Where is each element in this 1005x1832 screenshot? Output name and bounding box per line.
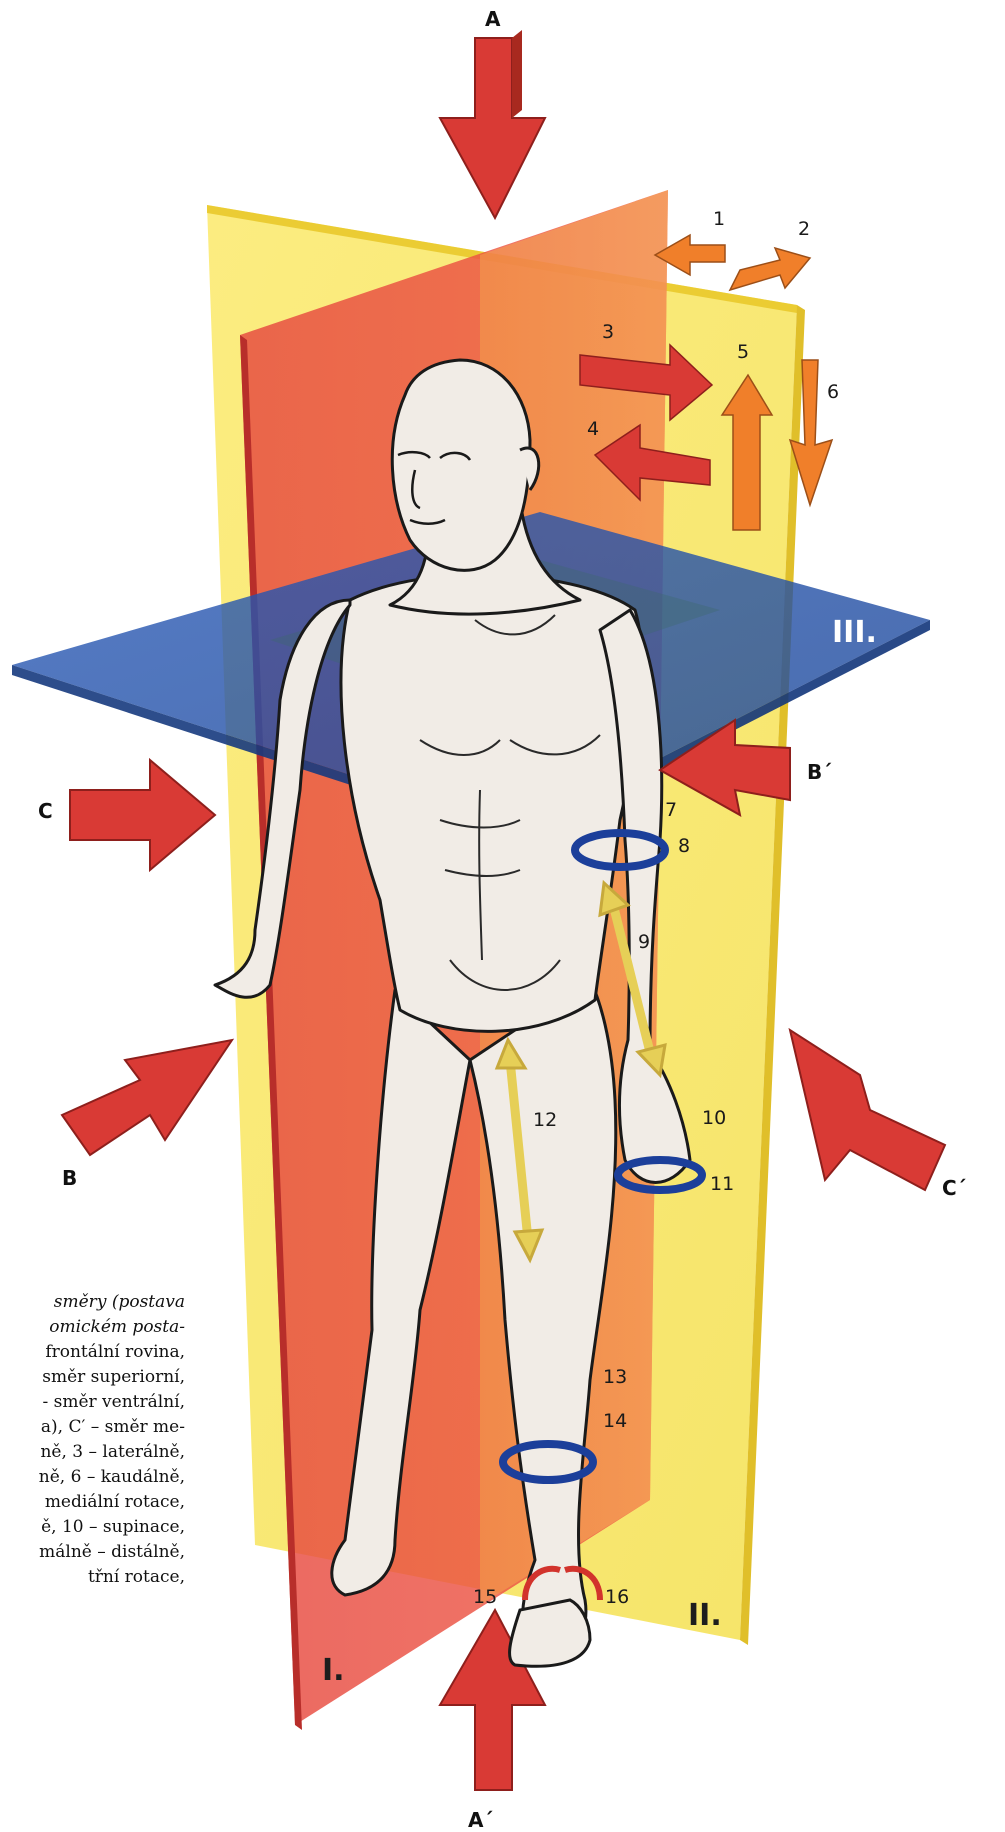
label-A: A <box>485 7 501 31</box>
arrow-C-prime <box>790 1030 945 1190</box>
caption-line: - směr ventrální, <box>0 1390 185 1415</box>
label-C: C <box>38 799 53 823</box>
number-13: 13 <box>603 1366 627 1388</box>
number-12: 12 <box>533 1109 557 1131</box>
caption-line: ně, 6 – kaudálně, <box>0 1465 185 1490</box>
label-C-prime: C´ <box>942 1176 967 1200</box>
caption-line: omickém posta- <box>0 1315 185 1340</box>
arrow-B <box>62 1040 232 1155</box>
number-16: 16 <box>605 1586 629 1608</box>
caption-line: mediální rotace, <box>0 1490 185 1515</box>
number-11: 11 <box>710 1173 734 1195</box>
label-plane-I: I. <box>322 1653 345 1688</box>
foot <box>510 1600 590 1666</box>
caption-line: směr superiorní, <box>0 1365 185 1390</box>
label-A-prime: A´ <box>468 1808 493 1832</box>
number-4: 4 <box>587 418 599 440</box>
label-B: B <box>62 1166 77 1190</box>
caption-line: směry (postava <box>0 1290 185 1315</box>
number-5: 5 <box>737 341 749 363</box>
caption-line: frontální rovina, <box>0 1340 185 1365</box>
caption-line: a), C′ – směr me- <box>0 1415 185 1440</box>
arrow-A <box>440 30 545 218</box>
number-9: 9 <box>638 931 650 953</box>
number-6: 6 <box>827 381 839 403</box>
number-3: 3 <box>602 321 614 343</box>
label-plane-III: III. <box>832 615 877 650</box>
number-8: 8 <box>678 835 690 857</box>
number-10: 10 <box>702 1107 726 1129</box>
number-15: 15 <box>473 1586 497 1608</box>
number-7: 7 <box>665 799 677 821</box>
figure-caption: směry (postava omickém posta- frontální … <box>0 1290 185 1590</box>
label-B-prime: B´ <box>807 760 832 784</box>
caption-line: třní rotace, <box>0 1565 185 1590</box>
label-plane-II: II. <box>688 1598 722 1633</box>
arrow-2 <box>730 248 810 290</box>
arrow-C <box>70 760 215 870</box>
number-14: 14 <box>603 1410 627 1432</box>
caption-line: ě, 10 – supinace, <box>0 1515 185 1540</box>
caption-line: málně – distálně, <box>0 1540 185 1565</box>
number-1: 1 <box>713 208 725 230</box>
caption-line: ně, 3 – laterálně, <box>0 1440 185 1465</box>
number-2: 2 <box>798 218 810 240</box>
